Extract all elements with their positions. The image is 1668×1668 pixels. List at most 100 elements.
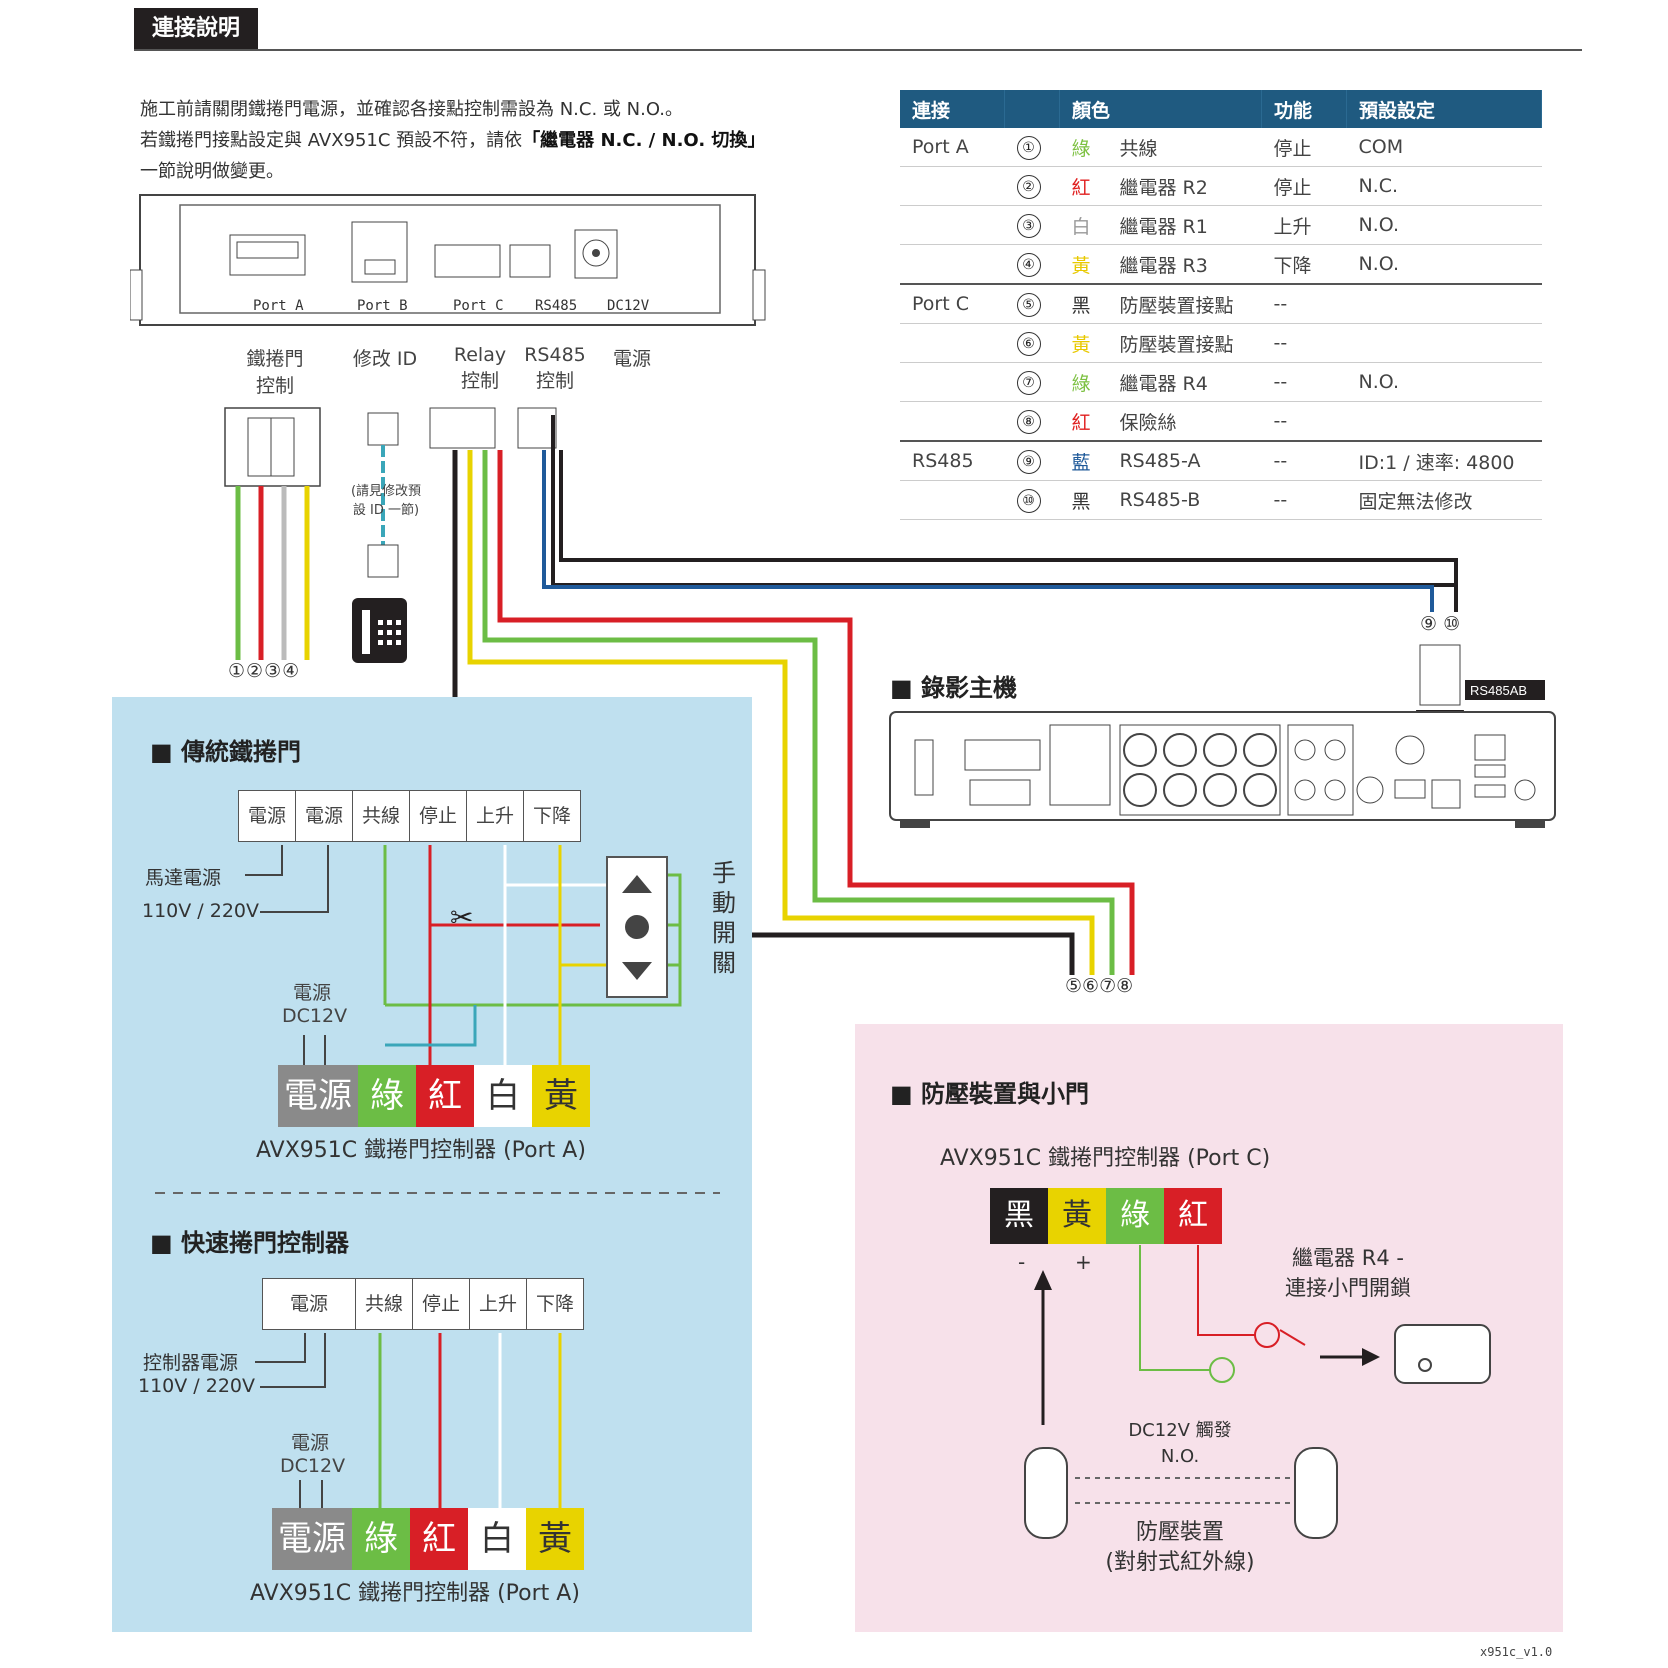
cell-func: 防壓裝置接點	[1107, 323, 1262, 363]
portc-term-green: 綠	[1106, 1188, 1164, 1244]
antipressure-device-label: 防壓裝置 (對射式紅外線)	[1105, 1520, 1255, 1575]
traditional-title: ■ 傳統鐵捲門	[150, 738, 302, 766]
cell-num: ③	[1004, 205, 1060, 245]
cell-act: --	[1261, 440, 1347, 481]
cell-act: --	[1261, 401, 1347, 442]
th-blank	[1004, 90, 1060, 128]
row-number: ⑤	[1016, 292, 1041, 317]
cell-port: Port C	[900, 283, 1005, 324]
row-number: ⑨	[1016, 449, 1041, 474]
portc-term-black: 黑	[990, 1188, 1048, 1244]
cell-color: 紅	[1059, 166, 1108, 206]
phone-note: (請見修改預 設 ID 一節)	[350, 484, 422, 518]
port-a-wire-numbers: ①②③④	[228, 660, 301, 682]
intro-line-2: 若鐵捲門接點設定與 AVX951C 預設不符，請依「繼電器 N.C. / N.O…	[140, 125, 840, 156]
port-c-wire-numbers: ⑤⑥⑦⑧	[1065, 975, 1134, 997]
cell-act: 停止	[1261, 128, 1347, 167]
th-func: 功能	[1261, 90, 1347, 128]
cell-num: ⑩	[1004, 480, 1060, 520]
arrow-up-icon	[1034, 1270, 1052, 1290]
label-dc12v: DC12V	[607, 298, 650, 314]
trad-term-green: 綠	[358, 1065, 416, 1127]
fast-box-common: 共線	[356, 1279, 413, 1329]
port-b-plug	[367, 412, 399, 446]
cell-color: 白	[1059, 205, 1108, 245]
cell-port	[900, 480, 1005, 520]
cell-num: ⑤	[1004, 283, 1060, 324]
plus-label: +	[1075, 1250, 1092, 1274]
device-diagram	[130, 194, 766, 663]
cell-default: N.O.	[1346, 244, 1542, 285]
header-rule	[134, 49, 1582, 51]
recorder-title: ■ 錄影主機	[890, 674, 1018, 702]
cell-act: 下降	[1261, 244, 1347, 285]
row-number: ④	[1016, 252, 1041, 277]
trad-term-white: 白	[474, 1065, 532, 1127]
desc-port-b: 修改 ID	[352, 348, 418, 370]
desc-port-c: Relay 控制	[453, 344, 507, 392]
row-number: ⑧	[1016, 409, 1041, 434]
ctrl-power-label: 控制器電源	[143, 1352, 239, 1374]
fast-term-white: 白	[468, 1508, 526, 1570]
fast-box-stop: 停止	[413, 1279, 470, 1329]
cell-color: 紅	[1059, 401, 1108, 442]
scissors-icon: ✂	[450, 901, 473, 934]
row-number: ⑦	[1016, 370, 1041, 395]
fast-box-power: 電源	[263, 1279, 356, 1329]
cell-num: ⑥	[1004, 323, 1060, 363]
trad-term-yellow: 黃	[532, 1065, 590, 1127]
fast-wiring	[255, 1333, 562, 1508]
section-header: 連接說明	[134, 8, 259, 50]
fast-dc-label: 電源 DC12V	[280, 1432, 346, 1477]
rs485-wire-numbers: ⑨ ⑩	[1420, 613, 1461, 635]
cell-num: ⑨	[1004, 440, 1060, 481]
cell-num: ⑧	[1004, 401, 1060, 442]
door-panel	[112, 697, 752, 1632]
trad-box-power1: 電源	[239, 791, 296, 841]
cell-color: 綠	[1059, 128, 1108, 167]
cell-act: 停止	[1261, 166, 1347, 206]
cell-port	[900, 362, 1005, 402]
cell-default: N.O.	[1346, 362, 1542, 402]
label-rs485: RS485	[535, 298, 578, 314]
cell-act: --	[1261, 283, 1347, 324]
cell-default: COM	[1346, 128, 1542, 167]
portc-term-red: 紅	[1164, 1188, 1222, 1244]
cell-port: Port A	[900, 128, 1005, 167]
label-port-a: Port A	[253, 298, 304, 314]
trad-box-down: 下降	[532, 805, 571, 827]
cell-act: 上升	[1261, 205, 1347, 245]
fast-term-power: 電源	[272, 1508, 352, 1570]
row-number: ⑥	[1016, 331, 1041, 356]
row-number: ②	[1016, 174, 1041, 199]
th-color: 顏色	[1059, 90, 1262, 128]
cell-func: 共線	[1107, 128, 1262, 167]
antipressure-title: ■ 防壓裝置與小門	[890, 1080, 1090, 1108]
table-header-row: 連接 顏色 功能 預設設定	[900, 90, 1542, 128]
cell-color: 黃	[1059, 323, 1108, 363]
fast-caption: AVX951C 鐵捲門控制器 (Port A)	[250, 1581, 580, 1606]
port-a-plug	[224, 407, 321, 487]
up-arrow-icon	[622, 875, 652, 893]
rs485-plug	[517, 407, 557, 449]
cell-port	[900, 205, 1005, 245]
rs485ab-tag-text: RS485AB	[1470, 683, 1527, 698]
fast-switchbox: 電源 共線 停止 上升 下降	[262, 1278, 584, 1330]
down-arrow-icon	[622, 962, 652, 980]
desc-rs485: RS485 控制	[524, 344, 586, 392]
cell-color: 綠	[1059, 362, 1108, 402]
fast-terminal-block: 電源 綠 紅 白 黃	[272, 1508, 584, 1570]
trad-box-stop: 停止	[410, 791, 467, 841]
fast-title: ■ 快速捲門控制器	[150, 1229, 350, 1257]
cell-act: --	[1261, 480, 1347, 520]
fast-term-green: 綠	[352, 1508, 410, 1570]
cell-func: 保險絲	[1107, 401, 1262, 442]
desc-port-a: 鐵捲門 控制	[246, 348, 304, 397]
rs485-connector	[509, 244, 551, 278]
